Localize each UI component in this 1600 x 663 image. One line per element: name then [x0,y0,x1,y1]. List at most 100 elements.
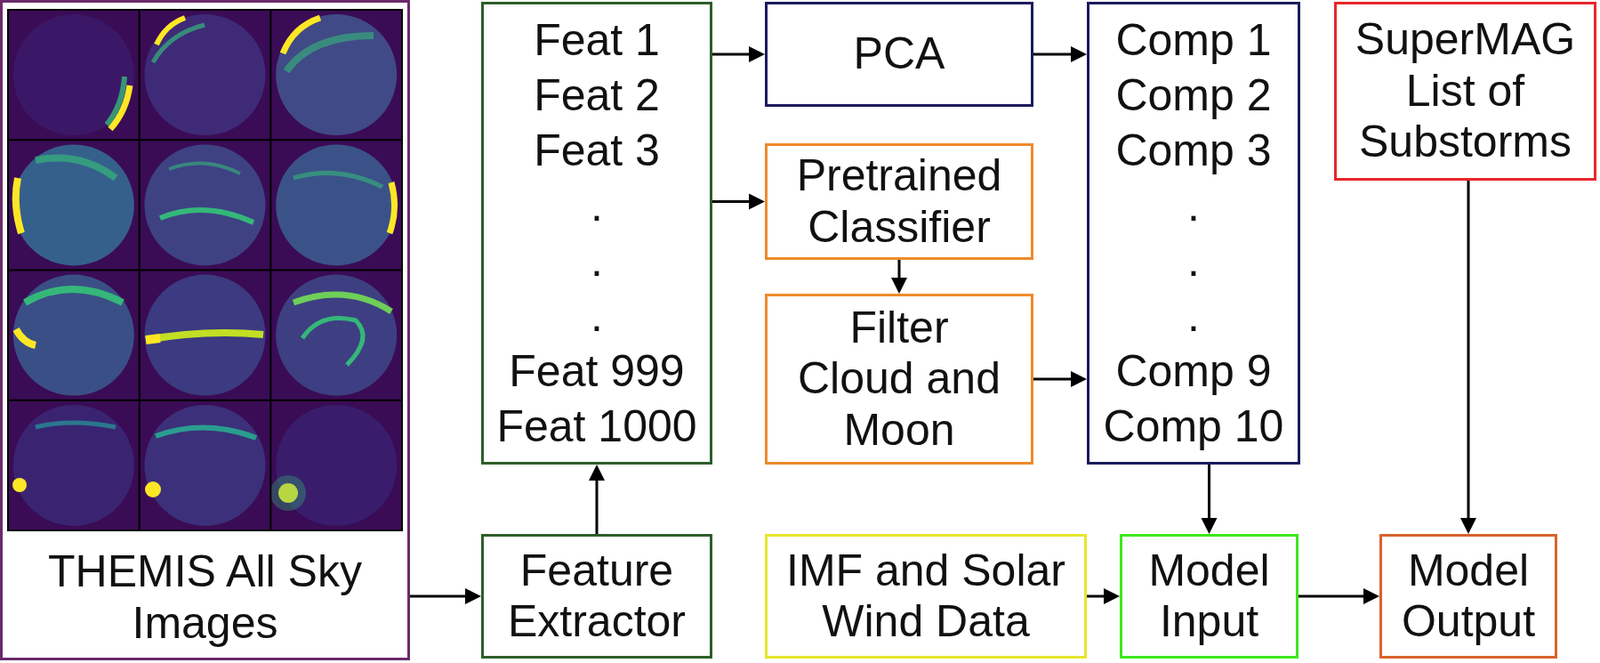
connector-line [595,476,599,534]
arrow-connector [588,464,605,534]
box-label: Filter Cloud and Moon [792,302,1006,457]
connector-line [1298,594,1367,598]
sky-image [275,14,397,136]
process-box: Feature Extractor [481,533,713,659]
aurora [12,477,27,492]
arrow-connector [712,46,765,63]
aurora [106,76,125,125]
arrow-head [1363,587,1380,604]
box-label: Model Output [1383,545,1553,648]
arrow-head [465,587,482,604]
image-source-box: THEMIS All Sky Images [0,0,411,660]
box-label: Feat 1000 [496,398,697,454]
arrow-connector [1201,464,1218,534]
box-label: Comp 2 [1115,67,1271,123]
box-label: Comp 10 [1103,398,1285,454]
model-input-box: Model Input [1119,533,1299,659]
data-source-box: SuperMAG List of Substorms [1334,1,1597,181]
box-label: Comp 1 [1115,12,1271,68]
box-label: Pretrained Classifier [774,150,1024,253]
grid-ground [8,9,403,531]
data-source-box: IMF and Solar Wind Data [764,533,1087,659]
connector-line [410,594,469,598]
connector-line [712,53,753,57]
process-box: Filter Cloud and Moon [764,293,1034,465]
box-label: . [590,233,604,289]
box-label: . [1187,233,1200,289]
arrow-head [1201,517,1218,534]
aurora [286,35,374,72]
sky-image [144,14,266,136]
process-box: PCA [764,1,1034,107]
arrow-connector [891,259,908,294]
aurora [16,177,22,234]
aurora [389,182,395,234]
connector-line [1207,464,1211,522]
box-label: Feat 2 [533,67,660,123]
aurora [152,24,205,63]
connector-line [1033,53,1075,57]
sky-image [275,274,397,396]
sky-image [275,144,397,266]
arrow-head [588,464,605,481]
grid-line [8,138,403,141]
box-label: IMF and Solar Wind Data [770,545,1082,648]
box-label: . [1187,288,1200,344]
arrow-head [1070,46,1087,63]
aurora [270,474,306,511]
aurora [302,318,363,366]
arrow-head [1460,517,1477,534]
grid-frame [8,9,403,531]
arrow-head [748,46,765,63]
connector-line [712,200,753,203]
aurora [24,289,123,303]
sky-image [144,274,266,396]
sky-image [13,144,135,266]
connector-line [1033,377,1075,381]
box-label: Comp 9 [1115,343,1271,399]
box-label: Feat 1 [533,12,660,68]
box-label: . [590,177,604,234]
feature-list-box: Feat 1Feat 2Feat 3...Feat 999Feat 1000 [481,1,713,465]
aurora [168,163,241,174]
sky-image [13,274,135,396]
arrow-connector [1033,370,1087,387]
box-label: Feat 3 [533,122,660,178]
process-box: Pretrained Classifier [764,143,1034,260]
aurora [144,481,161,498]
aurora [35,158,116,179]
box-label: SuperMAG List of Substorms [1338,14,1592,169]
arrow-head [748,193,765,210]
box-label: THEMIS All Sky Images [9,546,402,649]
box-label: . [590,288,604,344]
sky-image [13,14,135,136]
arrow-connector [410,587,482,604]
grid-line [8,399,403,402]
box-label: Comp 3 [1115,122,1271,178]
arrow-connector [712,193,765,210]
arrow-connector [1298,587,1380,604]
arrow-head [1103,587,1120,604]
aurora [145,337,161,340]
aurora [16,329,36,346]
arrow-connector [1086,587,1120,604]
sky-image [144,404,266,526]
box-label: Model Input [1125,545,1295,648]
box-label: Feature Extractor [485,545,708,648]
aurora [155,426,257,438]
aurora [293,172,383,187]
grid-lines [8,9,403,531]
arrow-head [1070,370,1087,387]
sky-image [144,144,266,266]
aurora [160,209,254,223]
arrow-connector [1033,46,1087,63]
arrow-connector [1460,180,1477,534]
arrow-head [891,277,908,294]
aurora [145,332,264,340]
model-output-box: Model Output [1379,533,1558,659]
grid-line [8,269,403,272]
aurora [35,422,116,427]
component-list-box: Comp 1Comp 2Comp 3...Comp 9Comp 10 [1086,1,1301,465]
sky-image [13,404,135,526]
